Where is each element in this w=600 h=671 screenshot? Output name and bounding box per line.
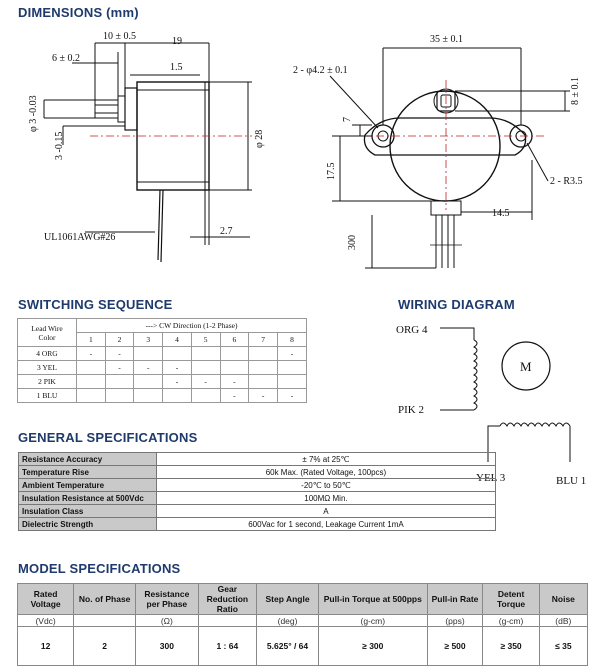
motor-label: M — [520, 359, 532, 374]
color-label: Color — [38, 332, 56, 342]
unit-cell: (dB) — [538, 614, 589, 627]
wiring-diagram-heading: WIRING DIAGRAM — [398, 297, 515, 312]
value-cell: ≥ 300 — [317, 626, 428, 666]
dim-1-5: 1.5 — [170, 62, 183, 73]
dim-35: 35 ± 0.1 — [430, 34, 463, 45]
dim-r3-5: 2 - R3.5 — [550, 176, 583, 187]
step-cell: - — [248, 388, 278, 403]
motor-symbol — [501, 341, 551, 391]
wire-blu-label: BLU 1 — [556, 475, 586, 487]
dim-300: 300 — [347, 235, 358, 250]
dim-holes: 2 - φ4.2 ± 0.1 — [293, 65, 348, 76]
switching-sequence-heading: SWITCHING SEQUENCE — [18, 297, 173, 312]
table-units-row: (Vdc) (Ω) (deg) (g-cm) (pps) (g-cm) (dB) — [16, 614, 589, 627]
wire-org-label: ORG 4 — [396, 324, 428, 336]
cable-label: UL1061AWG#26 — [44, 232, 115, 243]
lead-wire-color-header: Lead Wire Color — [17, 318, 77, 347]
spec-key: Insulation Resistance at 500Vdc — [18, 491, 157, 505]
unit-cell: (Ω) — [135, 614, 199, 627]
dim-14-5: 14.5 — [492, 208, 510, 219]
dim-8: 8 ± 0.1 — [570, 77, 581, 105]
spec-value: 600Vac for 1 second, Leakage Current 1mA — [155, 517, 497, 531]
value-cell: 1 : 64 — [197, 626, 258, 666]
value-cell: ≥ 500 — [426, 626, 484, 666]
coil-horizontal — [499, 422, 571, 427]
table-row: Temperature Rise 60k Max. (Rated Voltage… — [18, 465, 497, 479]
table-row: Dielectric Strength 600Vac for 1 second,… — [18, 517, 497, 531]
table-row: 2 PIK - - - — [17, 374, 308, 389]
unit-cell: (deg) — [256, 614, 319, 627]
table-row: 12 2 300 1 : 64 5.625° / 64 ≥ 300 ≥ 500 … — [16, 626, 589, 666]
coil-vertical — [473, 339, 478, 411]
header-no-of-phase: No. of Phase — [73, 583, 137, 615]
spec-key: Temperature Rise — [18, 465, 157, 479]
spec-key: Resistance Accuracy — [18, 452, 157, 466]
spec-value: ± 7% at 25℃ — [155, 452, 497, 466]
header-pull-in-rate: Pull-in Rate — [426, 583, 484, 615]
model-specifications-heading: MODEL SPECIFICATIONS — [18, 561, 181, 576]
unit-cell: (g-cm) — [482, 614, 540, 627]
spec-value: -20℃ to 50℃ — [155, 478, 497, 492]
unit-cell — [197, 614, 258, 627]
spec-key: Ambient Temperature — [18, 478, 157, 492]
dim-phi28: φ 28 — [254, 130, 265, 148]
header-noise: Noise — [538, 583, 589, 615]
dim-2-7: 2.7 — [220, 226, 233, 237]
value-cell: ≥ 350 — [482, 626, 540, 666]
switching-sequence-table: Lead Wire Color ---> CW Direction (1-2 P… — [17, 318, 308, 403]
general-specifications-table: Resistance Accuracy ± 7% at 25℃ Temperat… — [18, 452, 497, 531]
spec-key: Insulation Class — [18, 504, 157, 518]
wire-color-cell: 1 BLU — [17, 388, 77, 403]
value-cell: 2 — [73, 626, 137, 666]
dim-7: 7 — [342, 117, 353, 122]
dimensions-heading: DIMENSIONS (mm) — [18, 5, 139, 20]
header-step-angle: Step Angle — [256, 583, 319, 615]
value-cell: ≤ 35 — [538, 626, 589, 666]
value-cell: 5.625° / 64 — [256, 626, 319, 666]
table-row: Insulation Class A — [18, 504, 497, 518]
table-row: 1 BLU - - - — [17, 388, 308, 403]
spec-value: 100MΩ Min. — [155, 491, 497, 505]
dimension-drawings: 10 ± 0.5 19 6 ± 0.2 1.5 φ 3 -0.03 3 -0.1… — [28, 31, 583, 269]
table-row: Insulation Resistance at 500Vdc 100MΩ Mi… — [18, 491, 497, 505]
dim-phi3: φ 3 -0.03 — [28, 95, 39, 132]
dim-19: 19 — [172, 36, 182, 47]
value-cell: 12 — [16, 626, 75, 666]
dim-17-5: 17.5 — [326, 163, 337, 181]
unit-cell: (g-cm) — [317, 614, 428, 627]
spec-key: Dielectric Strength — [18, 517, 157, 531]
spec-value: A — [155, 504, 497, 518]
spec-value: 60k Max. (Rated Voltage, 100pcs) — [155, 465, 497, 479]
dim-10: 10 ± 0.5 — [103, 31, 136, 42]
unit-cell — [73, 614, 137, 627]
table-row: Resistance Accuracy ± 7% at 25℃ — [18, 452, 497, 466]
general-specifications-heading: GENERAL SPECIFICATIONS — [18, 430, 198, 445]
unit-cell: (Vdc) — [16, 614, 75, 627]
header-pull-in-torque: Pull-in Torque at 500pps — [317, 583, 428, 615]
unit-cell: (pps) — [426, 614, 484, 627]
lead-wire-label: Lead Wire — [31, 323, 63, 333]
dim-3: 3 -0.15 — [54, 132, 65, 160]
step-cell: - — [276, 388, 308, 403]
dim-6: 6 ± 0.2 — [52, 53, 80, 64]
table-row: Ambient Temperature -20℃ to 50℃ — [18, 478, 497, 492]
wire-pik-label: PIK 2 — [398, 404, 424, 416]
value-cell: 300 — [135, 626, 199, 666]
